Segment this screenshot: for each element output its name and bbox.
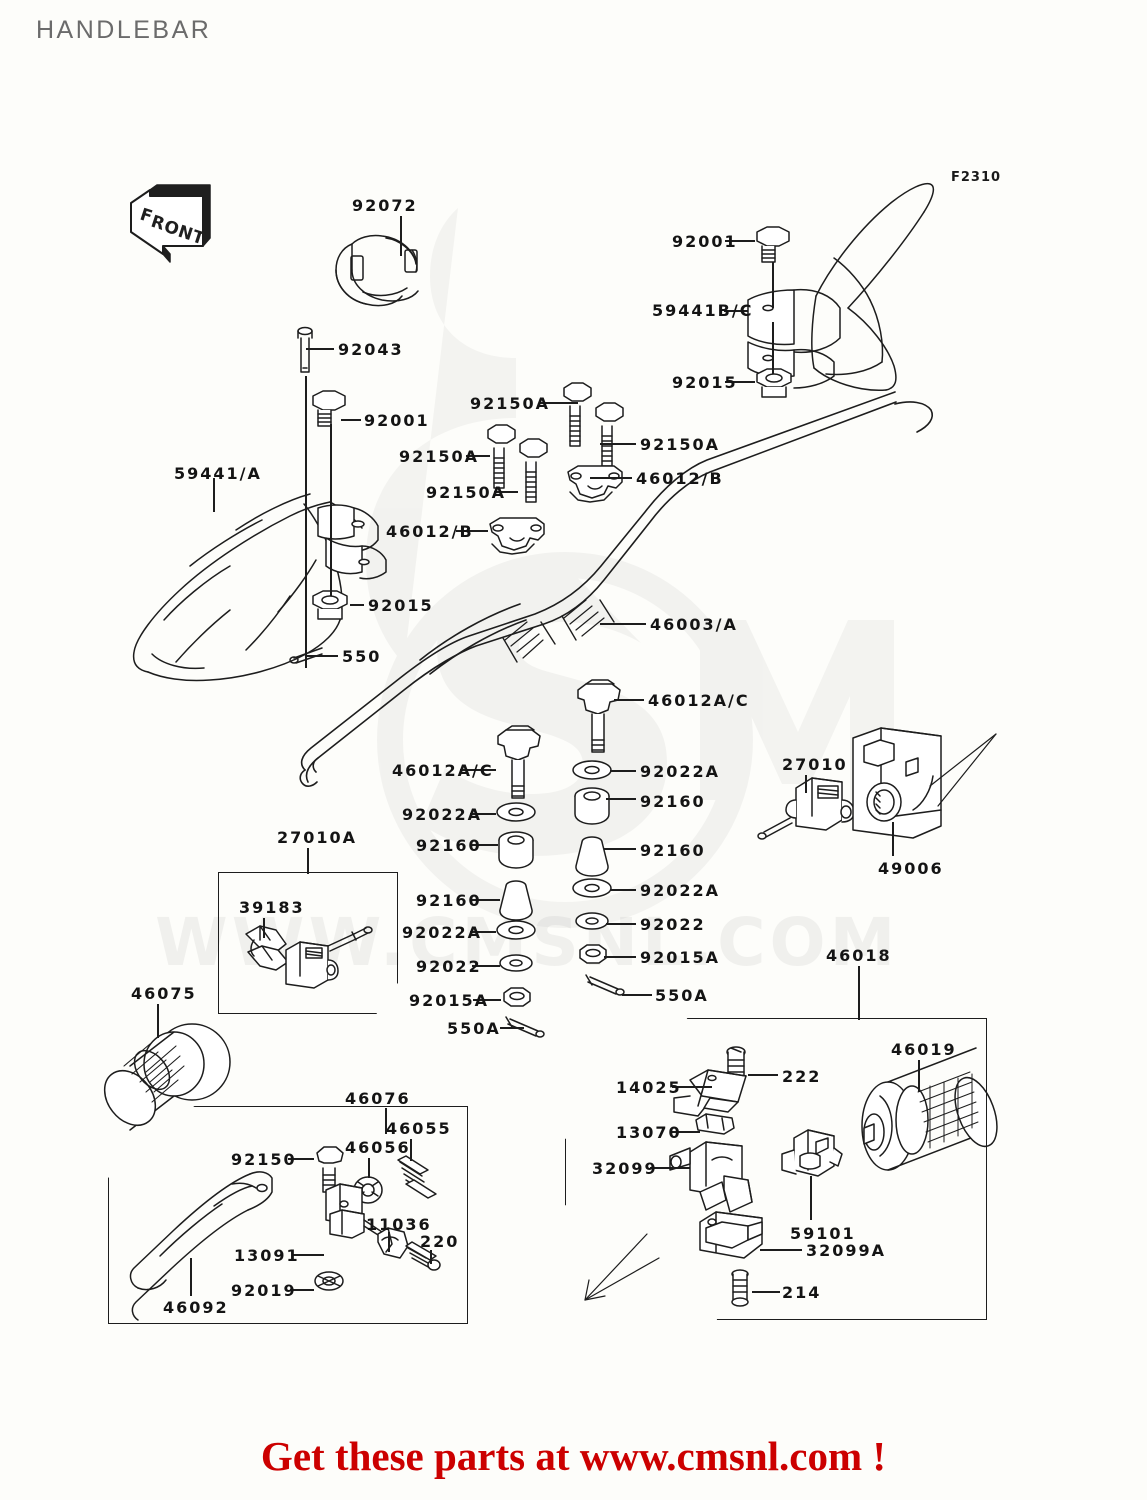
part-46012AC-stud-left (497, 725, 541, 799)
part-46003A-handlebar (299, 391, 933, 787)
svg-text:T: T (189, 227, 207, 250)
part-46012B-clamp-left (489, 517, 545, 555)
group-box-46076 (108, 1106, 468, 1324)
part-label-92160[interactable]: 92160 (640, 841, 706, 860)
part-label-46012A-C[interactable]: 46012A/C (648, 691, 750, 710)
part-label-92150A[interactable]: 92150A (426, 483, 507, 502)
part-label-14025[interactable]: 14025 (616, 1078, 682, 1097)
part-label-46019[interactable]: 46019 (891, 1040, 957, 1059)
part-49006-throttle-housing (852, 727, 997, 839)
part-label-92072[interactable]: 92072 (352, 196, 418, 215)
part-92015-nut-right (756, 368, 792, 398)
svg-text:O: O (161, 217, 181, 240)
part-label-222[interactable]: 222 (782, 1067, 822, 1086)
part-92022A-washer-l2 (496, 920, 536, 940)
svg-text:F: F (137, 205, 154, 228)
part-label-13070[interactable]: 13070 (616, 1123, 682, 1142)
front-arrow-marker: F R O N T (130, 184, 211, 263)
part-label-92160[interactable]: 92160 (416, 836, 482, 855)
part-label-92015A[interactable]: 92015A (409, 991, 490, 1010)
part-label-46056[interactable]: 46056 (345, 1138, 411, 1157)
part-label-27010[interactable]: 27010 (782, 755, 848, 774)
part-59441BC-handguard-right (747, 182, 935, 391)
part-label-92022[interactable]: 92022 (640, 915, 706, 934)
part-label-92015[interactable]: 92015 (368, 596, 434, 615)
part-label-550[interactable]: 550 (342, 647, 382, 666)
part-label-92015A[interactable]: 92015A (640, 948, 721, 967)
part-label-92001[interactable]: 92001 (364, 411, 430, 430)
part-92001-bolt-right (756, 226, 790, 263)
part-label-46055[interactable]: 46055 (386, 1119, 452, 1138)
part-92022-washer-r (575, 912, 609, 930)
page-title: HANDLEBAR (36, 16, 212, 44)
part-label-92022A[interactable]: 92022A (402, 805, 483, 824)
part-label-46012-B[interactable]: 46012/B (386, 522, 474, 541)
part-label-59441B-C[interactable]: 59441B/C (652, 301, 754, 320)
part-label-59441-A[interactable]: 59441/A (174, 464, 262, 483)
part-92001-bolt-left (312, 390, 346, 427)
part-92022-washer-l (499, 954, 533, 972)
part-46012B-clamp-upper-right (567, 465, 623, 503)
part-92160-damper-l2 (499, 880, 533, 921)
part-label-46003-A[interactable]: 46003/A (650, 615, 738, 634)
part-label-27010A[interactable]: 27010A (277, 828, 358, 847)
group-box-46018 (565, 1018, 987, 1320)
part-label-550A[interactable]: 550A (655, 986, 709, 1005)
part-label-220[interactable]: 220 (420, 1232, 460, 1251)
part-label-32099[interactable]: 32099 (592, 1159, 658, 1178)
part-92015A-nut-l (503, 987, 531, 1007)
part-92022A-washer-l1 (496, 802, 536, 822)
part-label-46076[interactable]: 46076 (345, 1089, 411, 1108)
part-92043-pin (297, 326, 313, 373)
svg-text:R: R (148, 212, 167, 235)
part-label-92160[interactable]: 92160 (640, 792, 706, 811)
part-550A-pin-r (585, 974, 625, 996)
svg-text:N: N (175, 222, 195, 245)
part-label-92022A[interactable]: 92022A (640, 762, 721, 781)
part-label-11036[interactable]: 11036 (366, 1215, 432, 1234)
part-92160-damper-l1 (498, 831, 534, 869)
part-92160-damper-r1 (574, 787, 610, 825)
hardware-column-right (572, 760, 625, 996)
group-box-27010A (218, 872, 398, 1014)
part-label-46018[interactable]: 46018 (826, 946, 892, 965)
part-92015A-nut-r (579, 944, 607, 964)
part-label-59101[interactable]: 59101 (790, 1224, 856, 1243)
part-label-49006[interactable]: 49006 (878, 859, 944, 878)
part-label-92019[interactable]: 92019 (231, 1281, 297, 1300)
part-label-46012-B[interactable]: 46012/B (636, 469, 724, 488)
part-label-13091[interactable]: 13091 (234, 1246, 300, 1265)
footer-promo-text: Get these parts at www.cmsnl.com ! (260, 1433, 887, 1479)
part-label-92015[interactable]: 92015 (672, 373, 738, 392)
part-label-46092[interactable]: 46092 (163, 1298, 229, 1317)
part-label-550A[interactable]: 550A (447, 1019, 501, 1038)
part-92072-band (335, 234, 419, 307)
part-label-214[interactable]: 214 (782, 1283, 822, 1302)
part-label-92150A[interactable]: 92150A (470, 394, 551, 413)
part-46012AC-stud-right (577, 679, 621, 753)
part-92022A-washer-r2 (572, 878, 612, 898)
part-label-92022[interactable]: 92022 (416, 957, 482, 976)
part-label-46075[interactable]: 46075 (131, 984, 197, 1003)
part-label-32099A[interactable]: 32099A (806, 1241, 887, 1260)
part-label-92001[interactable]: 92001 (672, 232, 738, 251)
hardware-column-left (496, 802, 545, 1038)
part-label-92150A[interactable]: 92150A (399, 447, 480, 466)
part-label-92022A[interactable]: 92022A (402, 923, 483, 942)
part-92022A-washer-r1 (572, 760, 612, 780)
part-label-46012A-C[interactable]: 46012A/C (392, 761, 494, 780)
part-92160-damper-r2 (575, 836, 609, 877)
part-label-39183[interactable]: 39183 (239, 898, 305, 917)
diagram-reference-code: F2310 (951, 170, 1002, 185)
part-label-92160[interactable]: 92160 (416, 891, 482, 910)
part-label-92043[interactable]: 92043 (338, 340, 404, 359)
part-label-92150A[interactable]: 92150A (640, 435, 721, 454)
part-label-92022A[interactable]: 92022A (640, 881, 721, 900)
part-label-92150[interactable]: 92150 (231, 1150, 297, 1169)
